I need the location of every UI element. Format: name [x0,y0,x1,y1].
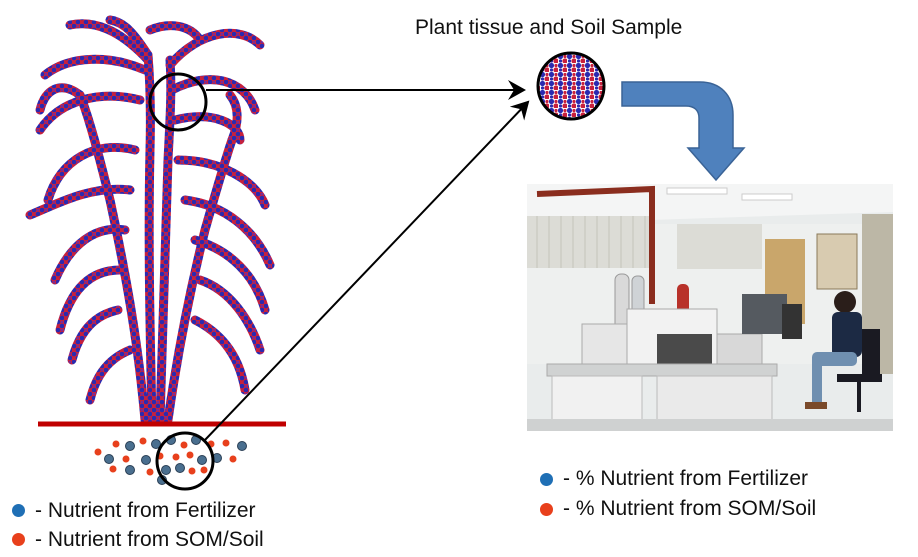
legend-left-fertilizer-label: - Nutrient from Fertilizer [35,499,256,522]
legend-left-fertilizer: - Nutrient from Fertilizer [12,496,264,525]
leaf-sample-circle [148,72,208,132]
legend-right-fertilizer-label: - % Nutrient from Fertilizer [563,467,809,490]
soil-to-sample-arrow [203,100,530,442]
fertilizer-percent-marker-icon [540,472,553,486]
legend-right: - % Nutrient from Fertilizer - % Nutrien… [540,464,816,524]
legend-right-soil-label: - % Nutrient from SOM/Soil [563,497,817,520]
soil-sample-circle [155,431,215,491]
fertilizer-marker-icon [12,504,25,517]
soil-particles [94,435,247,485]
plant-illustration [25,15,275,425]
legend-right-fertilizer: - % Nutrient from Fertilizer [540,464,816,494]
soil-marker-icon [12,533,25,546]
legend-right-soil: - % Nutrient from SOM/Soil [540,494,816,524]
soil-percent-marker-icon [540,502,553,516]
flow-arrow-icon [621,81,746,182]
lab-photo [527,184,893,431]
legend-left-soil: - Nutrient from SOM/Soil [12,525,264,554]
legend-left-soil-label: - Nutrient from SOM/Soil [35,528,264,551]
legend-left: - Nutrient from Fertilizer - Nutrient fr… [12,496,264,554]
sample-title: Plant tissue and Soil Sample [415,16,683,39]
sample-circle-icon [536,51,606,121]
